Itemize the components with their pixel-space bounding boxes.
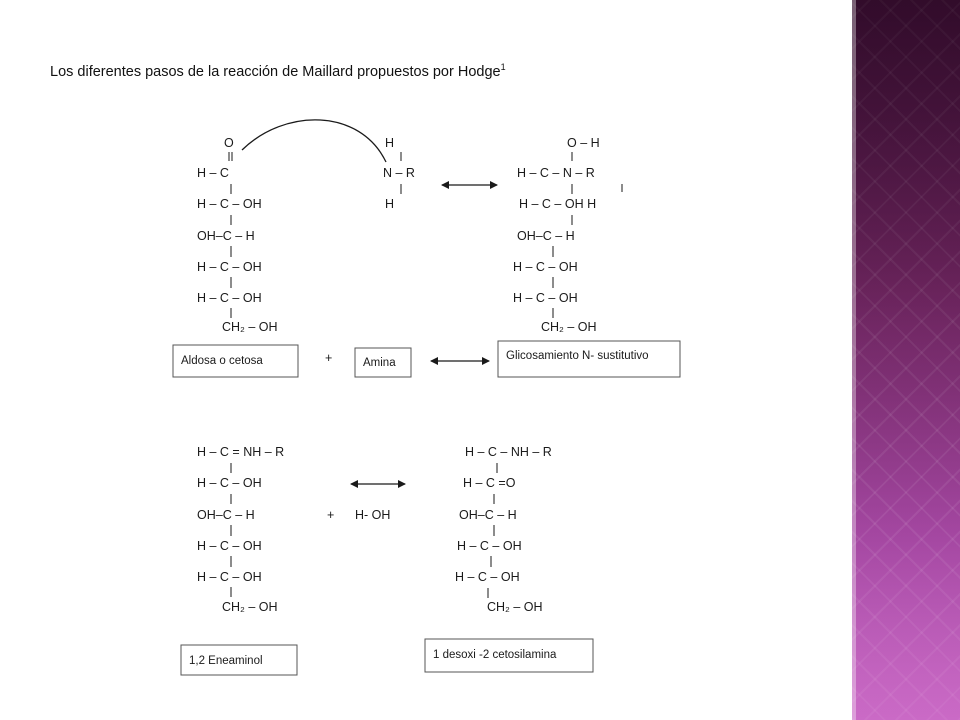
eneaminol-line-6: CH₂ – OH [222, 600, 278, 614]
ketosamine-line-4: H – C – OH [457, 539, 522, 553]
ketosamine-line-2: H – C =O [463, 476, 516, 490]
eneaminol-label: 1,2 Eneaminol [189, 655, 263, 667]
plus-bottom: + [327, 508, 334, 522]
slide-title: Los diferentes pasos de la reacción de M… [50, 62, 506, 80]
eneaminol-structure: H – C = NH – R H – C – OH OH–C – H H – C… [197, 445, 284, 614]
ketosamine-label-box [424, 638, 594, 673]
eneaminol-line-2: H – C – OH [197, 476, 262, 490]
amine-label: Amina [363, 357, 396, 369]
nucleophilic-attack-arc [241, 119, 387, 163]
glycosamine-line-2: H – C – N – R [517, 166, 595, 180]
ketosamine-label: 1 desoxi -2 cetosilamina [433, 649, 557, 661]
title-footnote-marker: 1 [500, 62, 506, 72]
aldose-structure: O H – C H – C – OH OH–C – H H – C – OH H… [197, 136, 278, 334]
ketosamine-line-1: H – C – NH – R [465, 445, 552, 459]
glycosamine-line-1: O – H [567, 136, 600, 150]
glycosamine-label: Glicosamiento N- sustitutivo [506, 350, 649, 362]
maillard-reaction-diagram: O H – C H – C – OH OH–C – H H – C – OH H… [172, 119, 681, 676]
decorative-side-panel [852, 0, 960, 720]
eneaminol-line-5: H – C – OH [197, 570, 262, 584]
aldose-line-5: H – C – OH [197, 260, 262, 274]
glycosamine-line-5: H – C – OH [513, 260, 578, 274]
ketosamine-structure: H – C – NH – R H – C =O OH–C – H H – C –… [455, 445, 552, 614]
glycosamine-line-3: H – C – OH H [519, 197, 596, 211]
aldose-label-box [172, 344, 299, 378]
ketosamine-line-5: H – C – OH [455, 570, 520, 584]
amine-line-1: H [385, 136, 394, 150]
glycosamine-structure: O – H H – C – N – R H – C – OH H OH–C – … [513, 136, 623, 334]
glycosamine-line-7: CH₂ – OH [541, 320, 597, 334]
amine-line-2: N – R [383, 166, 415, 180]
aldose-bonds [228, 152, 233, 318]
ketosamine-line-3: OH–C – H [459, 508, 517, 522]
amine-label-box [354, 347, 412, 378]
aldose-line-6: H – C – OH [197, 291, 262, 305]
aldose-line-7: CH₂ – OH [222, 320, 278, 334]
aldose-line-2: H – C [197, 166, 229, 180]
amine-structure: H N – R H [383, 136, 415, 211]
eneaminol-line-4: H – C – OH [197, 539, 262, 553]
glycosamine-label-box [497, 340, 681, 378]
aldose-line-3: H – C – OH [197, 197, 262, 211]
aldose-line-4: OH–C – H [197, 229, 255, 243]
slide-title-text: Los diferentes pasos de la reacción de M… [50, 63, 501, 80]
ketosamine-line-6: CH₂ – OH [487, 600, 543, 614]
glycosamine-line-4: OH–C – H [517, 229, 575, 243]
glycosamine-line-6: H – C – OH [513, 291, 578, 305]
aldose-label: Aldosa o cetosa [181, 355, 263, 367]
water-molecule: H- OH [355, 508, 390, 522]
amine-line-3: H [385, 197, 394, 211]
aldose-line-1: O [224, 136, 234, 150]
eneaminol-line-3: OH–C – H [197, 508, 255, 522]
eneaminol-label-box [180, 644, 298, 676]
eneaminol-line-1: H – C = NH – R [197, 445, 284, 459]
plus-top: + [325, 351, 332, 365]
